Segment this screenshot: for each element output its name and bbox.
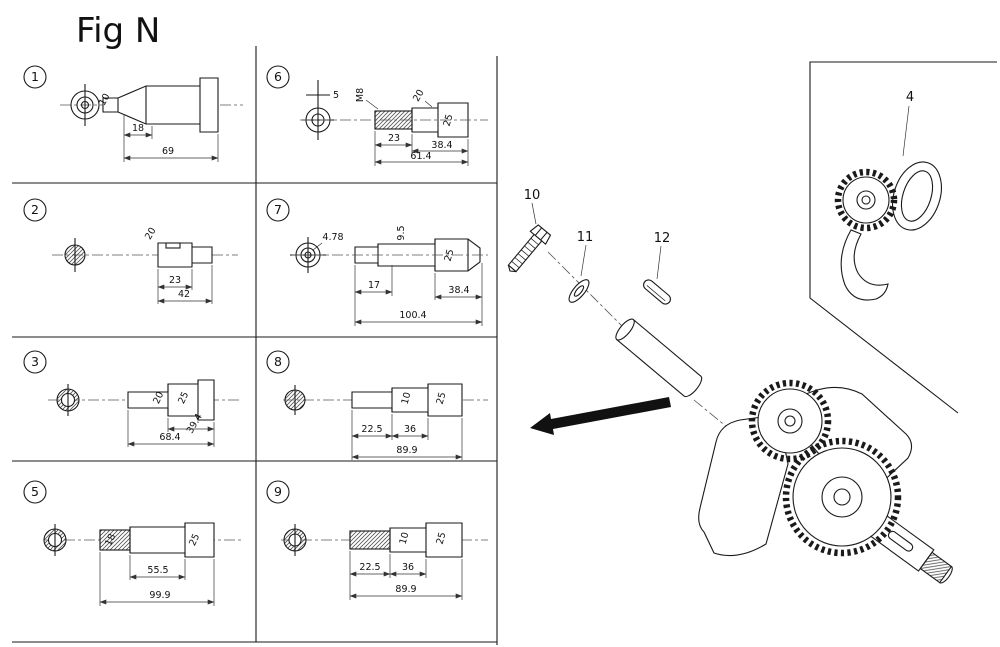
detail-cell-9: 9 10 25 22.5 36 89.9 [266, 480, 488, 600]
detail-number: 9 [274, 484, 282, 499]
detail-number-circle [266, 480, 290, 504]
detail-number-circle [23, 198, 47, 222]
dimension-label: 69 [162, 146, 174, 157]
dimension-label: 36 [402, 562, 414, 573]
figure-title: Fig N [76, 11, 160, 51]
part-label-11: 11 [577, 230, 594, 245]
dimension-label: 25 [443, 248, 457, 263]
detail-number: 7 [274, 202, 282, 217]
dimension-label: 36 [404, 424, 416, 435]
dimension-label: 42 [178, 289, 190, 300]
dimension-label: 25 [435, 531, 449, 546]
dimension-label: 99.9 [149, 590, 170, 601]
crankshaft-drawing [698, 379, 953, 584]
key-drawing [643, 279, 671, 305]
shaft-drawing [302, 80, 469, 140]
detail-number: 3 [31, 354, 39, 369]
detail-number: 2 [31, 202, 39, 217]
dimension-label: 18 [103, 532, 118, 548]
page-frame [809, 61, 997, 414]
dimension-label: 100.4 [399, 310, 426, 321]
dimension-label: 68.4 [159, 432, 180, 443]
dimension-label: 38.4 [448, 285, 469, 296]
dimension-label: 4.78 [322, 232, 343, 243]
dimension-label: 22.5 [359, 562, 380, 573]
cam-gear-drawing [834, 161, 942, 301]
dimension-label: 25 [187, 532, 202, 548]
detail-cell-1: 1 10 18 69 [23, 65, 243, 162]
exploded-view: 10 11 12 4 [507, 90, 953, 584]
shaft-drawing [56, 379, 215, 421]
detail-cell-8: 8 10 25 22.5 36 89.9 [266, 350, 488, 460]
dimension-label: 22.5 [361, 424, 382, 435]
grid-lines [12, 46, 498, 645]
detail-number: 1 [31, 69, 39, 84]
detail-cell-3: 3 20 25 39.4 68.4 [23, 350, 240, 447]
detail-number-circle [266, 65, 290, 89]
part-label-4: 4 [906, 90, 914, 105]
dimension-label: 23 [388, 133, 400, 144]
dimension-label: 23 [169, 275, 181, 286]
detail-cell-2: 2 20 23 42 [23, 198, 238, 304]
detail-number-circle [23, 65, 47, 89]
shaft-drawing [284, 383, 463, 417]
dimension-label: 9.5 [396, 225, 407, 240]
detail-number: 5 [31, 484, 39, 499]
detail-cell-7: 7 4.78 9.5 25 17 38.4 100.4 [266, 198, 488, 326]
part-label-12: 12 [654, 231, 671, 246]
detail-number: 6 [274, 69, 282, 84]
part-label-10: 10 [524, 188, 541, 203]
detail-number-circle [23, 480, 47, 504]
dimension-label: 89.9 [395, 584, 416, 595]
detail-number-circle [266, 198, 290, 222]
dimension-label: 55.5 [147, 565, 168, 576]
dimension-label: 18 [132, 123, 144, 134]
dimension-label: 38.4 [431, 140, 452, 151]
dimension-label: 17 [368, 280, 380, 291]
dimension-label: 5 [333, 90, 339, 101]
detail-number-circle [23, 350, 47, 374]
dimension-label: 25 [435, 391, 449, 406]
dimension-label: M8 [355, 88, 366, 102]
dimension-label: 10 [398, 531, 412, 546]
dimension-label: 61.4 [410, 151, 431, 162]
dimension-label: 10 [97, 92, 113, 108]
shaft-drawing [283, 522, 463, 558]
bolt-drawing [507, 224, 552, 273]
dimension-label: 20 [143, 226, 159, 242]
shaft-drawing [43, 522, 215, 558]
direction-arrow [530, 397, 671, 435]
shaft-drawing [64, 238, 213, 272]
dimension-label: 20 [411, 88, 427, 104]
shaft-drawing [70, 77, 219, 133]
dimension-label: 20 [151, 390, 166, 406]
detail-number: 8 [274, 354, 282, 369]
detail-number-circle [266, 350, 290, 374]
shaft-cylinder-drawing [615, 318, 703, 398]
dimension-label: 10 [400, 391, 414, 406]
dimension-label: 89.9 [396, 445, 417, 456]
dimension-label: 25 [176, 390, 191, 406]
dimension-label: 25 [442, 113, 456, 128]
detail-cell-5: 5 18 25 55.5 99.9 [23, 480, 242, 606]
washer-drawing [568, 279, 590, 303]
detail-cell-6: 6 5 M8 20 25 23 38.4 61.4 [266, 65, 488, 166]
